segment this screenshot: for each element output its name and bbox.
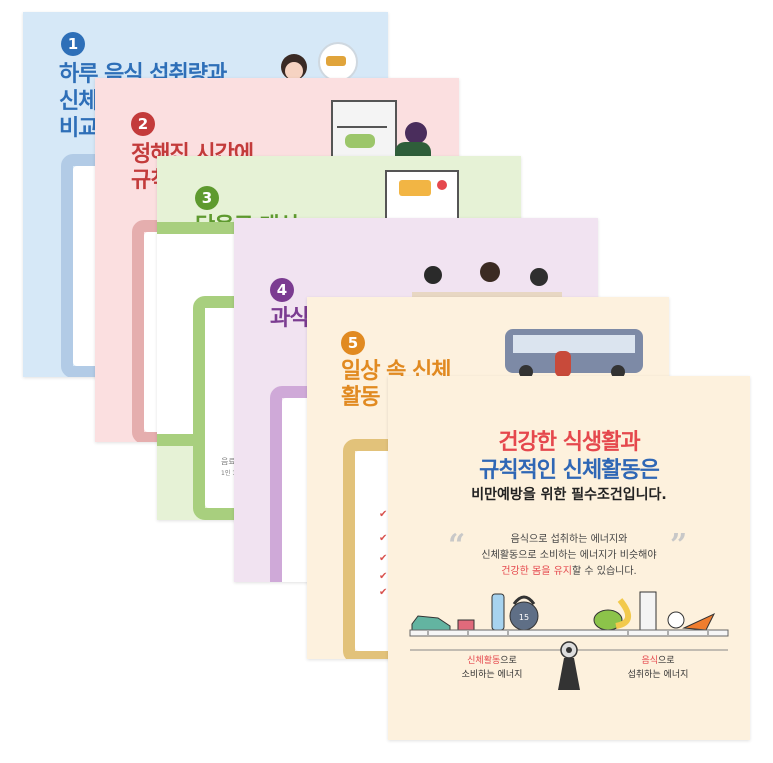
balance-scale-illustration: 15 bbox=[409, 591, 729, 690]
scale-beam bbox=[409, 629, 729, 637]
card-3-number: 3 bbox=[195, 186, 219, 210]
fridge-illustration bbox=[331, 100, 397, 164]
water-bottle-icon bbox=[491, 593, 505, 631]
left-caption-highlight: 신체활동 bbox=[467, 656, 501, 666]
table bbox=[412, 292, 562, 300]
right-caption-highlight: 음식 bbox=[641, 656, 658, 666]
person-walking bbox=[555, 351, 571, 377]
dumbbell-icon bbox=[457, 619, 475, 631]
fridge-shelf bbox=[337, 126, 387, 128]
drink-bottles bbox=[399, 180, 431, 196]
people-eating-illustration bbox=[424, 266, 442, 284]
sneaker-icon bbox=[411, 615, 451, 631]
banana-icon bbox=[615, 598, 631, 629]
card-5-title-line2: 활동 bbox=[341, 385, 380, 410]
quote-line-2a: 신체활동으로 소비하는 에너지 bbox=[481, 550, 608, 561]
kettlebell-label: 15 bbox=[519, 613, 529, 622]
bus-windows bbox=[513, 335, 635, 353]
check-icon: ✔ bbox=[379, 533, 388, 544]
quote-line-3: 건강한 몸을 유지할 수 있습니다. bbox=[388, 562, 750, 577]
main-title-line2: 규칙적인 신체활동은 bbox=[388, 452, 750, 484]
card-3-footnote-1: 음료 bbox=[221, 457, 236, 466]
check-icon: ✔ bbox=[379, 509, 388, 520]
main-card: 건강한 식생활과 규칙적인 신체활동은 비만예방을 위한 필수조건입니다. “ … bbox=[388, 376, 750, 740]
bus-wheel-back bbox=[611, 365, 625, 379]
main-title-highlight: 건강한 식생활 bbox=[498, 430, 621, 455]
person-at-fridge bbox=[405, 122, 427, 144]
quote-line-2: 신체활동으로 소비하는 에너지가 비슷해야 bbox=[388, 546, 750, 561]
check-icon: ✔ bbox=[379, 587, 388, 598]
left-caption-suffix: 으로 bbox=[500, 656, 517, 666]
check-icon: ✔ bbox=[379, 553, 388, 564]
woman-face bbox=[285, 62, 303, 80]
scale-stand bbox=[558, 658, 580, 690]
card-4-title-line1: 과식 bbox=[270, 306, 309, 331]
main-title-suffix: 과 bbox=[620, 430, 640, 455]
main-title2-suffix: 은 bbox=[639, 458, 660, 483]
close-quote-icon: ” bbox=[670, 528, 688, 563]
food-items bbox=[326, 56, 346, 66]
check-icon: ✔ bbox=[379, 571, 388, 582]
open-quote-icon: “ bbox=[448, 528, 466, 563]
quote-line-1: 음식으로 섭취하는 에너지와 bbox=[510, 534, 628, 545]
card-1-title-line3: 비교 bbox=[59, 116, 98, 141]
card-3-footnote-2: 1인 1회 bbox=[221, 470, 242, 477]
main-subtitle: 비만예방을 위한 필수조건입니다. bbox=[471, 487, 667, 503]
card-1-number: 1 bbox=[61, 32, 85, 56]
main-title-line1: 건강한 식생활과 bbox=[388, 424, 750, 456]
quote-line-3b: 할 수 있습니다. bbox=[572, 566, 637, 577]
card-1-title-line2: 신체 bbox=[59, 89, 98, 114]
quote-line-3-highlight: 건강한 몸을 유지 bbox=[501, 566, 572, 577]
milk-carton-icon bbox=[639, 591, 657, 631]
person-3 bbox=[530, 268, 548, 286]
card-4-number: 4 bbox=[270, 278, 294, 302]
right-caption-line2: 섭취하는 에너지 bbox=[627, 670, 689, 680]
card-2-number: 2 bbox=[131, 112, 155, 136]
left-caption-line2: 소비하는 에너지 bbox=[461, 670, 523, 680]
bus-wheel-front bbox=[519, 365, 533, 379]
carrot-icon bbox=[682, 612, 716, 631]
main-title2-highlight: 규칙적인 신체활동 bbox=[479, 458, 641, 483]
right-caption: 음식으로 섭취하는 에너지 bbox=[598, 654, 718, 682]
egg-icon bbox=[667, 611, 685, 629]
right-caption-suffix: 으로 bbox=[658, 656, 675, 666]
drinks-board-illustration bbox=[385, 170, 459, 224]
fridge-food bbox=[345, 134, 375, 148]
quote-line-2b: 가 비슷해야 bbox=[607, 550, 657, 561]
left-caption: 신체활동으로 소비하는 에너지 bbox=[432, 654, 552, 682]
person-2 bbox=[480, 262, 500, 282]
card-5-number: 5 bbox=[341, 331, 365, 355]
no-sign-icon bbox=[437, 180, 447, 190]
